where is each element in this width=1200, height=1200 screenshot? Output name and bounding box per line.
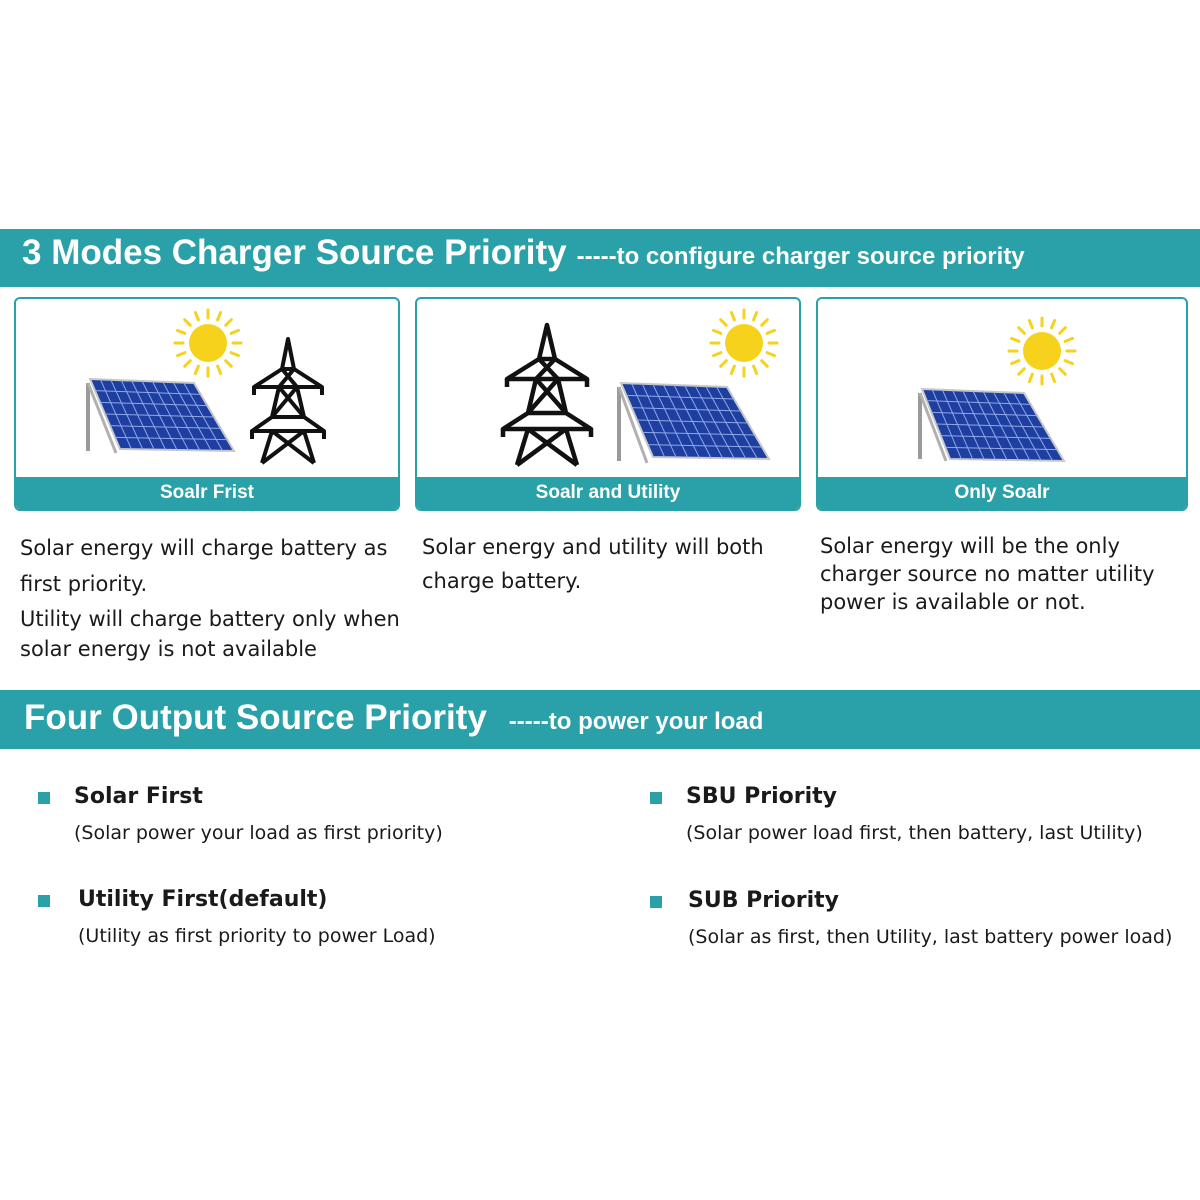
mode-description-text: Solar energy and utility will both charg…	[422, 535, 764, 593]
output-option-title: Utility First(default)	[78, 887, 328, 912]
output-priority-subtitle: -----to power your load	[508, 708, 764, 735]
solar-panel-icon	[617, 381, 771, 464]
mode-card-solar-first: Soalr Frist	[14, 297, 400, 511]
bullet-square-icon	[38, 792, 50, 804]
power-tower-icon	[500, 322, 594, 467]
mode-description-solar-first: Solar energy will charge battery as firs…	[20, 530, 415, 664]
output-option-desc: (Solar power your load as first priority…	[74, 822, 443, 844]
output-option-desc: (Solar as first, then Utility, last batt…	[688, 926, 1173, 948]
mode-description-text: Solar energy will charge battery as firs…	[20, 536, 388, 596]
sun-icon	[173, 308, 243, 378]
output-option-desc: (Solar power load first, then battery, l…	[686, 822, 1143, 844]
mode-description-only-solar: Solar energy will be the only charger so…	[820, 532, 1190, 616]
power-tower-icon	[250, 337, 326, 465]
bullet-square-icon	[38, 895, 50, 907]
output-option-title: SUB Priority	[688, 888, 840, 913]
mode-card-label: Soalr Frist	[16, 477, 398, 509]
charger-priority-title: 3 Modes Charger Source Priority	[22, 233, 567, 272]
sun-icon	[1007, 316, 1077, 386]
mode-card-label: Soalr and Utility	[417, 477, 799, 509]
output-priority-title: Four Output Source Priority	[24, 698, 487, 737]
sun-icon	[709, 308, 779, 378]
bullet-square-icon	[650, 792, 662, 804]
solar-panel-icon	[918, 387, 1066, 463]
mode-card-solar-and-utility: Soalr and Utility	[415, 297, 801, 511]
mode-description-text: Utility will charge battery only when so…	[20, 607, 400, 661]
output-priority-header: Four Output Source Priority -----to powe…	[0, 690, 1200, 749]
mode-card-only-solar: Only Soalr	[816, 297, 1188, 511]
output-option-title: Solar First	[74, 784, 203, 809]
solar-panel-icon	[86, 377, 236, 454]
mode-description-text: Solar energy will be the only charger so…	[820, 534, 1155, 614]
output-option-desc: (Utility as first priority to power Load…	[78, 925, 436, 947]
mode-card-label: Only Soalr	[818, 477, 1186, 509]
charger-priority-subtitle: -----to configure charger source priorit…	[576, 243, 1025, 270]
bullet-square-icon	[650, 896, 662, 908]
output-option-title: SBU Priority	[686, 784, 838, 809]
charger-priority-header: 3 Modes Charger Source Priority -----to …	[0, 229, 1200, 287]
mode-description-solar-and-utility: Solar energy and utility will both charg…	[422, 530, 802, 598]
